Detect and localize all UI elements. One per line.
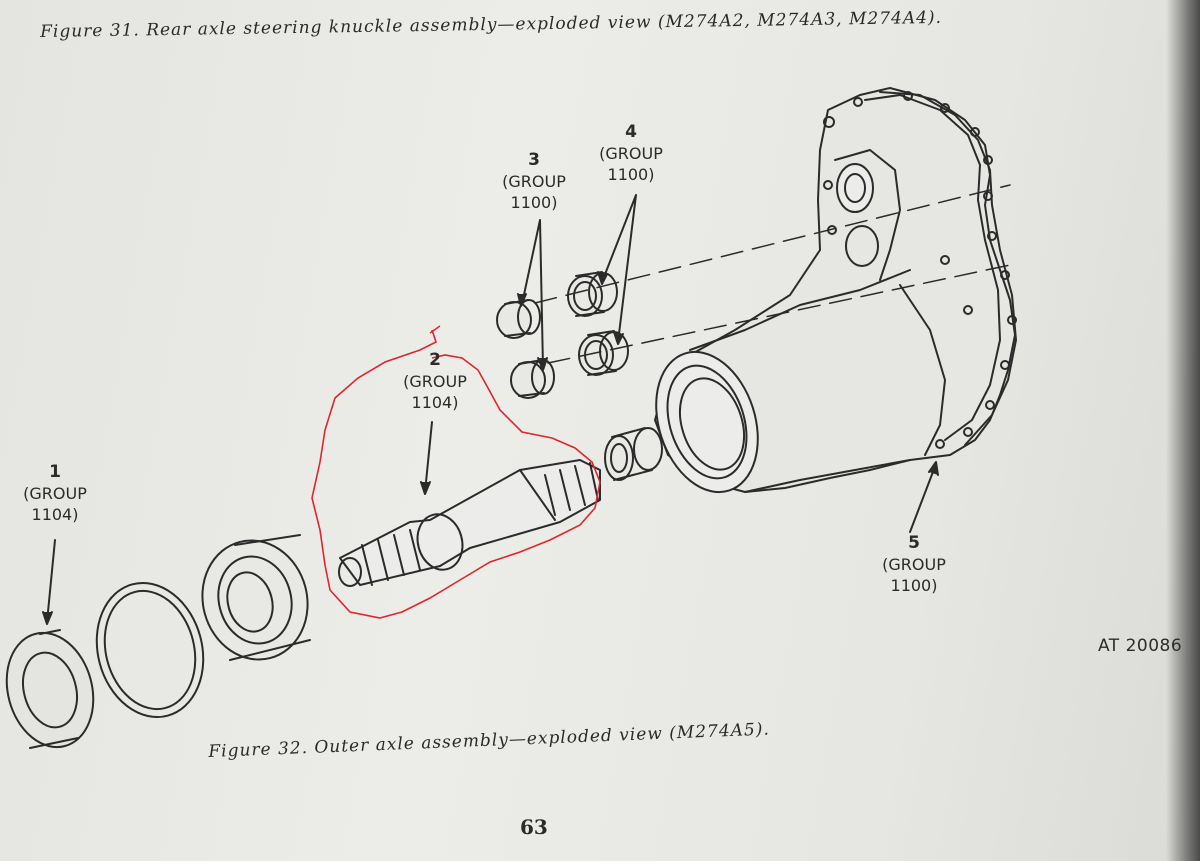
- callout-4-group-number: 1100): [607, 165, 655, 184]
- callout-2: 2 (GROUP 1104): [385, 350, 485, 413]
- callout-5-group: (GROUP: [882, 555, 946, 574]
- callout-2-group: (GROUP: [403, 372, 467, 391]
- callout-1: 1 (GROUP 1104): [10, 462, 100, 525]
- part-2-shaft: [338, 459, 601, 587]
- callout-5: 5 (GROUP 1100): [868, 533, 960, 596]
- callout-5-group-number: 1100): [890, 576, 938, 595]
- part-4-bearings: [567, 271, 629, 376]
- callout-4-group: (GROUP: [599, 144, 663, 163]
- callout-5-number: 5: [908, 533, 920, 553]
- callout-1-group: (GROUP: [23, 484, 87, 503]
- bushing: [604, 427, 663, 481]
- callout-3-number: 3: [528, 150, 540, 170]
- callout-3-group: (GROUP: [502, 172, 566, 191]
- callout-3: 3 (GROUP 1100): [488, 150, 580, 213]
- part-1-seal: [5, 629, 95, 749]
- red-highlight-outline: [311, 329, 601, 619]
- callout-2-number: 2: [429, 350, 441, 370]
- callout-4: 4 (GROUP 1100): [585, 122, 677, 185]
- art-reference: AT 20086: [1098, 636, 1183, 656]
- callout-1-number: 1: [49, 462, 61, 482]
- callout-4-number: 4: [625, 122, 637, 142]
- snap-ring: [95, 581, 205, 719]
- page-number: 63: [520, 815, 548, 839]
- callout-1-group-number: 1104): [31, 505, 79, 524]
- roller-bearing: [201, 534, 311, 661]
- part-5-housing: [654, 87, 1017, 494]
- scan-shadow-edge: [1166, 0, 1200, 861]
- part-3-pads: [496, 299, 555, 399]
- callout-3-group-number: 1100): [510, 193, 558, 212]
- callout-2-group-number: 1104): [411, 393, 459, 412]
